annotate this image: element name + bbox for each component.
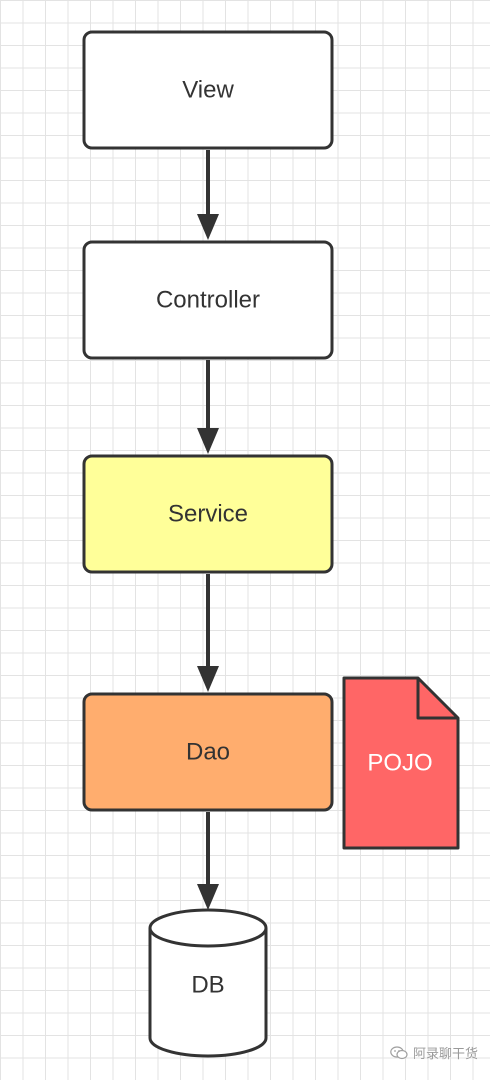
pojo-document-shape	[342, 676, 460, 850]
service-node: Service	[82, 454, 334, 574]
dao-label: Dao	[186, 738, 230, 765]
controller-label: Controller	[156, 286, 260, 313]
wechat-official-account-icon	[390, 1045, 408, 1059]
dao-box	[82, 692, 334, 812]
service-label: Service	[168, 500, 248, 527]
pojo-label: POJO	[367, 749, 432, 776]
view-node: View	[82, 30, 334, 150]
dao-node: Dao	[82, 692, 334, 812]
db-cylinder-top	[148, 908, 268, 948]
db-cylinder-body	[148, 928, 268, 1058]
arrow-controller-to-service	[197, 360, 219, 454]
controller-node: Controller	[82, 240, 334, 360]
db-label: DB	[191, 971, 224, 998]
view-box	[82, 30, 334, 150]
pojo-page-fold	[416, 678, 458, 720]
arrow-service-to-dao	[197, 574, 219, 692]
connectors	[197, 150, 219, 910]
watermark: 阿录聊干货	[390, 1043, 478, 1062]
view-label: View	[182, 76, 234, 103]
pojo-node: POJO	[342, 676, 460, 850]
db-node: DB	[148, 908, 268, 1058]
arrow-dao-to-db	[197, 812, 219, 910]
watermark-text: 阿录聊干货	[412, 1047, 478, 1062]
controller-box	[82, 240, 334, 360]
arrow-view-to-controller	[197, 150, 219, 240]
service-box	[82, 454, 334, 574]
